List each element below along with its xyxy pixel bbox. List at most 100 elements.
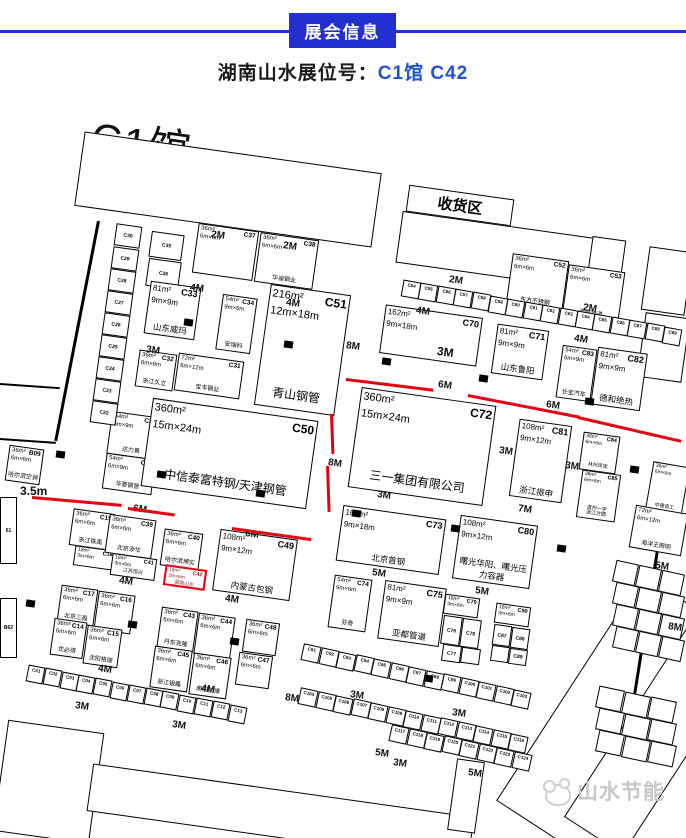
floor-mark (556, 544, 567, 553)
booth-company: 浙江振申 (518, 484, 554, 499)
booth-C24: C24 (95, 356, 125, 382)
route-line (345, 378, 434, 392)
booth-id: C89 (512, 653, 523, 661)
aisle-width-label: 5M (654, 560, 670, 573)
booth-id: C78 (465, 630, 476, 638)
aisle-width-label: 3M (498, 445, 514, 458)
watermark-text: 山水节能 (577, 781, 665, 804)
aisle-width-label: 5M (371, 567, 387, 580)
aisle-width-label: 4M (224, 593, 240, 606)
booth-company: 哈尔滨空调 (7, 471, 39, 482)
booth-C22: C22 (89, 400, 119, 426)
booth-C28: C28 (107, 268, 137, 294)
aisle-width-label: 3M (145, 344, 161, 357)
title-prefix: 湖南山水展位号： (217, 63, 378, 84)
booth-id: C25 (107, 343, 118, 351)
floor-mark (381, 357, 392, 366)
aisle-width-label: 2M (210, 229, 226, 242)
aisle-width-label: 3M (376, 489, 392, 502)
booth-C88: C88 (509, 626, 531, 651)
floor-mark (584, 397, 595, 406)
shanshui-watermark: 山水节能 (543, 776, 665, 806)
floor-mark (478, 374, 489, 383)
aisle-width-label: 4M (189, 282, 205, 295)
booth-C27: C27 (104, 290, 134, 316)
building-outline (640, 246, 686, 316)
floor-mark (283, 340, 294, 349)
booth-id: B62 (3, 625, 14, 632)
wall-line (0, 438, 56, 444)
aisle-width-label: 4M (97, 663, 113, 676)
booth-C78: C78 (459, 617, 482, 650)
aisle-width-label: 2M (282, 240, 298, 253)
aisle-width-label: 3M (171, 719, 187, 732)
booth-company: 浙江久立 (142, 377, 167, 388)
booth-C26: C26 (101, 312, 131, 338)
booth-id: 61 (5, 527, 12, 534)
floor-mark (629, 465, 640, 474)
booth-C13: C13 (227, 704, 248, 725)
aisle-width-label: 5M (474, 585, 490, 598)
booth-id: C77 (446, 650, 457, 658)
badge-label: 展会信息 (304, 23, 381, 42)
wall-distance-note: 3.5m (20, 484, 48, 498)
aisle-width-label: 7M (517, 503, 533, 516)
route-line (330, 413, 334, 455)
booth-id: C27 (113, 299, 124, 307)
booth-C23: C23 (92, 378, 122, 404)
booth-id: C36 (158, 270, 169, 278)
title-booth-number: C1馆 C42 (377, 63, 469, 84)
aisle-width-label: 8M (327, 457, 343, 470)
booth-small (621, 735, 651, 762)
route-line (31, 496, 122, 507)
booth-id: C23 (101, 387, 112, 395)
building-outline (86, 763, 475, 838)
floor-mark (255, 489, 266, 498)
booth-C69: C69 (661, 326, 683, 346)
floor-mark (229, 637, 240, 646)
exhibition-info-badge: 展会信息 (289, 13, 396, 48)
aisle-width-label: 3M (349, 689, 365, 702)
aisle-width-label: 3M (564, 460, 580, 473)
aisle-width-label: 3M (74, 700, 90, 713)
booth-C77: C77 (440, 643, 463, 664)
booth-company: 德和绝热 (598, 392, 634, 408)
aisle-width-label: 4M (200, 683, 216, 696)
floor-mark (127, 620, 138, 629)
booth-company: 中信泰富特钢/天津钢管 (163, 466, 288, 498)
mascot-icon (543, 778, 573, 806)
aisle-width-label: 8M (284, 692, 300, 705)
aisle-width-label: 4M (285, 297, 301, 310)
booth-id: C30 (122, 232, 133, 240)
booth-id: C29 (119, 255, 130, 263)
floor-mark (423, 674, 434, 683)
aisle-width-label: 4M (415, 305, 431, 318)
booth-company: 三一集团有限公司 (368, 467, 466, 495)
booth-company: 亚都管道 (391, 627, 427, 643)
floor-mark (25, 599, 36, 608)
booth-C35: C35 (148, 230, 185, 262)
booth-company: 青山钢管 (271, 384, 321, 406)
aisle-width-label: 8M (667, 621, 683, 634)
booth-id: C26 (110, 321, 121, 329)
building-outline (0, 719, 105, 838)
booth-C30: C30 (113, 223, 143, 249)
booth-id: C22 (98, 409, 109, 417)
booth-small (657, 635, 686, 663)
aisle-width-label: 3M (436, 343, 455, 361)
booth-C89: C89 (507, 647, 529, 667)
